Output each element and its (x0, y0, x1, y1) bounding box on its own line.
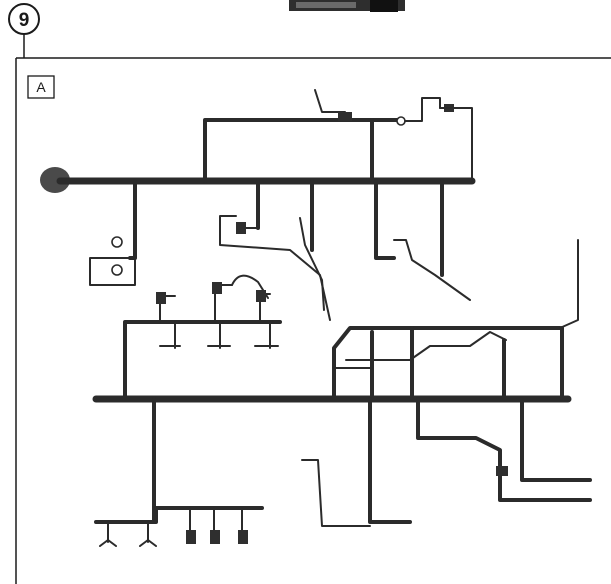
panel-label: A (36, 79, 46, 95)
upper-harness (40, 89, 476, 321)
callout-number: 9 (19, 10, 30, 31)
panel-frame: A (15, 57, 611, 584)
top-component (289, 0, 405, 12)
lower-harness (92, 395, 592, 547)
callout-marker: 9 (8, 3, 40, 58)
middle-connector-cluster (123, 274, 282, 398)
right-loop-group (332, 239, 579, 398)
